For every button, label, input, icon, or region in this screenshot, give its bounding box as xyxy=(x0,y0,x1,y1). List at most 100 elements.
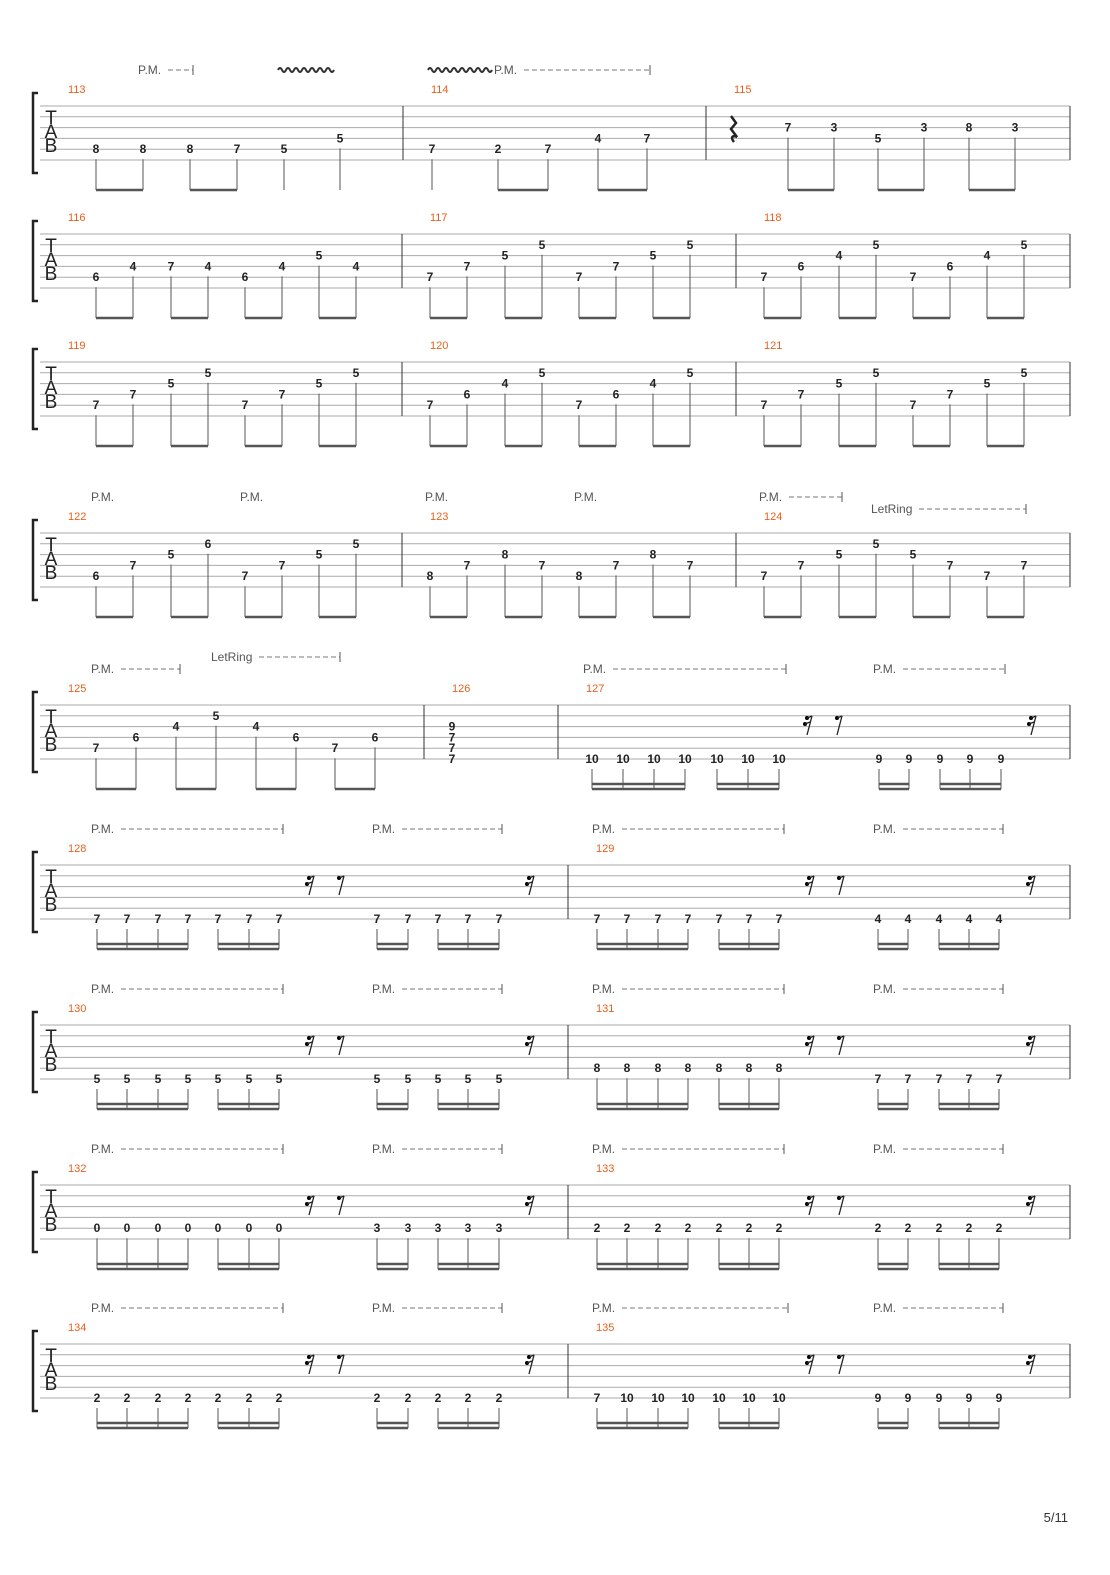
rest-flag xyxy=(1029,1035,1036,1039)
fret-number: 4 xyxy=(836,249,843,263)
fret-number: 5 xyxy=(687,238,694,252)
sixteenth-rest xyxy=(1029,875,1036,896)
fret-number: 7 xyxy=(594,1391,601,1405)
fret-number: 7 xyxy=(427,270,434,284)
fret-number: 7 xyxy=(276,912,283,926)
palm-mute-label: P.M. xyxy=(425,490,448,504)
fret-number: 7 xyxy=(947,558,954,572)
fret-number: 6 xyxy=(293,730,300,744)
fret-number: 8 xyxy=(655,1061,662,1075)
measure-number: 117 xyxy=(430,212,448,224)
fret-number: 8 xyxy=(427,569,434,583)
tab-clef-letter: T xyxy=(45,1346,57,1367)
fret-number: 5 xyxy=(910,548,917,562)
let-ring-label: LetRing xyxy=(211,650,252,664)
page-number: 5/11 xyxy=(1043,1510,1068,1525)
fret-number: 7 xyxy=(124,912,131,926)
fret-number: 5 xyxy=(836,377,843,391)
fret-number: 5 xyxy=(873,366,880,380)
fret-number: 0 xyxy=(276,1221,283,1235)
fret-number: 2 xyxy=(746,1221,753,1235)
sixteenth-rest xyxy=(1029,1035,1036,1056)
sixteenth-rest xyxy=(308,1195,315,1216)
fret-number: 2 xyxy=(496,1391,503,1405)
fret-number: 5 xyxy=(539,366,546,380)
rest-flag xyxy=(338,1035,345,1039)
fret-number: 2 xyxy=(776,1221,783,1235)
palm-mute-label: P.M. xyxy=(91,1142,114,1156)
rest-flag xyxy=(838,875,845,879)
system-brace xyxy=(31,219,38,303)
palm-mute-label: P.M. xyxy=(583,662,606,676)
eighth-rest xyxy=(838,875,845,896)
system-brace xyxy=(31,1170,38,1254)
eighth-rest xyxy=(338,1035,345,1056)
fret-number: 3 xyxy=(374,1221,381,1235)
fret-number: 7 xyxy=(155,912,162,926)
fret-number: 6 xyxy=(798,259,805,273)
fret-number: 5 xyxy=(873,238,880,252)
measure-number: 125 xyxy=(68,683,86,695)
fret-number: 10 xyxy=(647,752,661,766)
fret-number: 4 xyxy=(279,259,286,273)
tab-clef-letter: B xyxy=(45,735,58,756)
rest-flag xyxy=(1027,881,1034,885)
fret-number: 5 xyxy=(1021,238,1028,252)
fret-number: 4 xyxy=(984,249,991,263)
fret-number: 7 xyxy=(242,398,249,412)
fret-number: 5 xyxy=(984,377,991,391)
sixteenth-rest xyxy=(528,875,535,896)
rest-flag xyxy=(806,881,813,885)
fret-number: 2 xyxy=(155,1391,162,1405)
rest-flag xyxy=(528,1354,535,1358)
tab-clef-letter: B xyxy=(45,264,58,285)
rest-flag xyxy=(1029,1195,1036,1199)
fret-number: 7 xyxy=(947,387,954,401)
sixteenth-rest xyxy=(808,1035,815,1056)
rest-flag xyxy=(808,1035,815,1039)
fret-number: 2 xyxy=(716,1221,723,1235)
rest-flag xyxy=(306,1041,313,1045)
fret-number: 4 xyxy=(966,912,973,926)
fret-number: 2 xyxy=(594,1221,601,1235)
fret-number: 6 xyxy=(205,537,212,551)
fret-number: 10 xyxy=(772,752,786,766)
tab-clef-letter: B xyxy=(45,1215,58,1236)
measure-number: 113 xyxy=(68,84,86,96)
fret-number: 8 xyxy=(966,121,973,135)
fret-number: 7 xyxy=(576,270,583,284)
fret-number: 4 xyxy=(650,377,657,391)
fret-number: 5 xyxy=(168,377,175,391)
rest-flag xyxy=(306,1201,313,1205)
eighth-rest xyxy=(338,1354,345,1375)
tab-clef-letter: A xyxy=(45,122,58,143)
palm-mute-label: P.M. xyxy=(372,1301,395,1315)
fret-number: 8 xyxy=(187,142,194,156)
rest-flag xyxy=(526,881,533,885)
fret-number: 2 xyxy=(996,1221,1003,1235)
fret-number: 2 xyxy=(124,1391,131,1405)
fret-number: 5 xyxy=(539,238,546,252)
system-brace xyxy=(31,850,38,934)
fret-number: 7 xyxy=(594,912,601,926)
measure-number: 122 xyxy=(68,511,86,523)
measure-number: 129 xyxy=(596,843,614,855)
palm-mute-label: P.M. xyxy=(574,490,597,504)
palm-mute-label: P.M. xyxy=(91,662,114,676)
system-brace xyxy=(31,518,38,602)
palm-mute-label: P.M. xyxy=(873,822,896,836)
measure-number: 126 xyxy=(452,683,470,695)
sixteenth-rest xyxy=(528,1035,535,1056)
fret-number: 0 xyxy=(246,1221,253,1235)
sixteenth-rest xyxy=(1029,1354,1036,1375)
fret-number: 9 xyxy=(967,752,974,766)
fret-number: 7 xyxy=(465,912,472,926)
tab-clef-letter: T xyxy=(45,707,57,728)
